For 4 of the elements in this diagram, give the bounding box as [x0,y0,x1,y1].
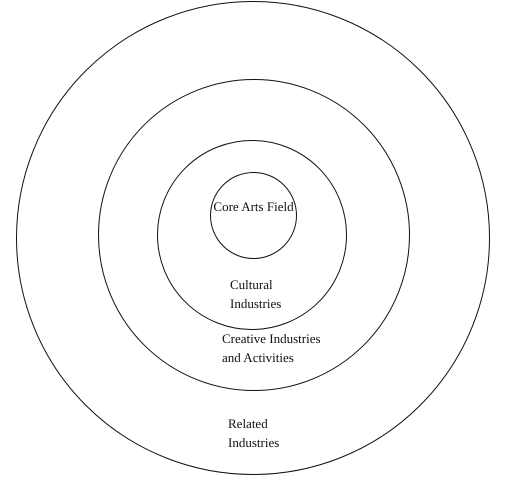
ring-label: Core Arts Field [212,198,295,216]
ring-label: Creative Industries and Activities [222,330,322,367]
ring-label: Cultural Industries [230,276,282,313]
ring-label: Related Industries [228,415,280,452]
